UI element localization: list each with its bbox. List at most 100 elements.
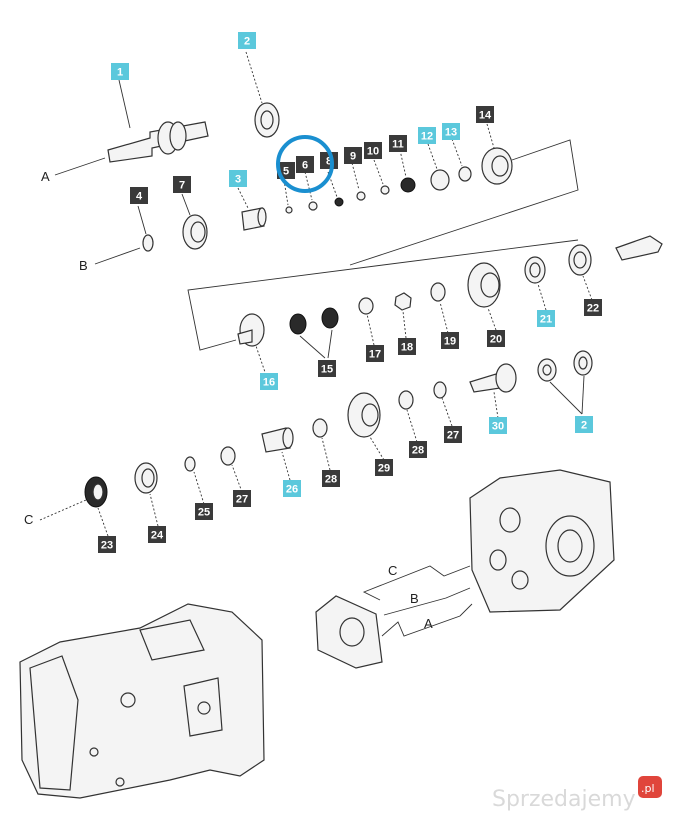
callout-box [389, 135, 407, 152]
callout-box [238, 32, 256, 49]
bearing-22 [568, 244, 592, 276]
callout-label: 7 [179, 180, 185, 192]
washer-28a [398, 390, 414, 410]
callout-23: 23 [98, 536, 116, 553]
watermark-badge [638, 776, 662, 798]
letter-C: C [24, 512, 33, 527]
callout-label: 6 [302, 160, 308, 172]
callout-10: 10 [364, 142, 382, 159]
callout-2: 2 [238, 32, 256, 49]
callout-box [260, 373, 278, 390]
gear-16 [237, 313, 265, 347]
callout-19: 19 [441, 332, 459, 349]
callout-label: 1 [117, 67, 123, 79]
letter-A: A [41, 169, 50, 184]
callout-30: 30 [489, 417, 507, 434]
callout-box [195, 503, 213, 520]
callout-label: 4 [136, 191, 143, 203]
callout-label: 21 [540, 314, 552, 326]
washer-28b [312, 418, 328, 438]
callout-box [444, 426, 462, 443]
callout-label: 26 [286, 484, 298, 496]
callout-27: 27 [233, 490, 251, 507]
callout-25: 25 [195, 503, 213, 520]
callout-label: 2 [581, 420, 587, 432]
callout-24: 24 [148, 526, 166, 543]
callout-box [398, 338, 416, 355]
watermark-badge-text: .pl [641, 782, 655, 795]
callout-box [487, 330, 505, 347]
callout-box [537, 310, 555, 327]
callout-label: 24 [151, 530, 164, 542]
callout-label: 27 [236, 494, 248, 506]
main-housing [19, 603, 265, 799]
callout-label: 9 [350, 151, 356, 163]
rear-housing [469, 469, 615, 613]
callout-box [344, 147, 362, 164]
callout-16: 16 [260, 373, 278, 390]
ring-24 [134, 462, 158, 494]
callout-2: 2 [575, 416, 593, 433]
callout-box [489, 417, 507, 434]
callout-label: 23 [101, 540, 113, 552]
callout-label: 27 [447, 430, 459, 442]
callout-21: 21 [537, 310, 555, 327]
callout-box [366, 345, 384, 362]
callout-7: 7 [173, 176, 191, 193]
gear-29 [347, 392, 381, 438]
callout-label: 14 [479, 110, 492, 122]
callout-15: 15 [318, 360, 336, 377]
sleeve-3 [241, 207, 267, 231]
callout-11: 11 [389, 135, 407, 152]
callout-box [418, 127, 436, 144]
callout-label: 13 [445, 127, 457, 139]
callout-box [148, 526, 166, 543]
spacer-27a [433, 381, 447, 399]
callout-box [364, 142, 382, 159]
washer-19 [430, 282, 446, 302]
callout-box [229, 170, 247, 187]
callout-26: 26 [283, 480, 301, 497]
bearings-15 [289, 307, 339, 335]
callout-9: 9 [344, 147, 362, 164]
callout-4: 4 [130, 187, 148, 204]
callout-box [318, 360, 336, 377]
callout-box [296, 156, 314, 173]
callout-box [111, 63, 129, 80]
callout-12: 12 [418, 127, 436, 144]
callout-28: 28 [409, 441, 427, 458]
bearing-7 [182, 214, 208, 250]
callout-18: 18 [398, 338, 416, 355]
callout-28: 28 [322, 470, 340, 487]
callout-box [173, 176, 191, 193]
callout-22: 22 [584, 299, 602, 316]
callout-label: 16 [263, 377, 275, 389]
callout-label: 2 [244, 36, 250, 48]
callout-label: 30 [492, 421, 504, 433]
callout-box [441, 332, 459, 349]
bearing-21 [524, 256, 546, 284]
letter-C: C [388, 563, 397, 578]
end-shaft [615, 235, 663, 261]
callout-6: 6 [296, 156, 314, 173]
watermark-text: Sprzedajemy [492, 787, 636, 812]
letter-B: B [79, 258, 88, 273]
callout-label: 11 [392, 139, 404, 151]
callout-box [322, 470, 340, 487]
callout-20: 20 [487, 330, 505, 347]
washer-17 [358, 297, 374, 315]
callout-29: 29 [375, 459, 393, 476]
callout-1: 1 [111, 63, 129, 80]
callout-label: 29 [378, 463, 390, 475]
callout-box [283, 480, 301, 497]
small-parts-5-11 [285, 166, 472, 214]
callout-box [98, 536, 116, 553]
callout-label: 8 [326, 156, 332, 168]
front-cover [315, 595, 383, 669]
bearings-2-pair [537, 350, 593, 382]
highlight-ring [276, 135, 334, 193]
input-shaft [107, 121, 209, 163]
spacer-27b [220, 446, 236, 466]
gear-20 [467, 262, 501, 308]
